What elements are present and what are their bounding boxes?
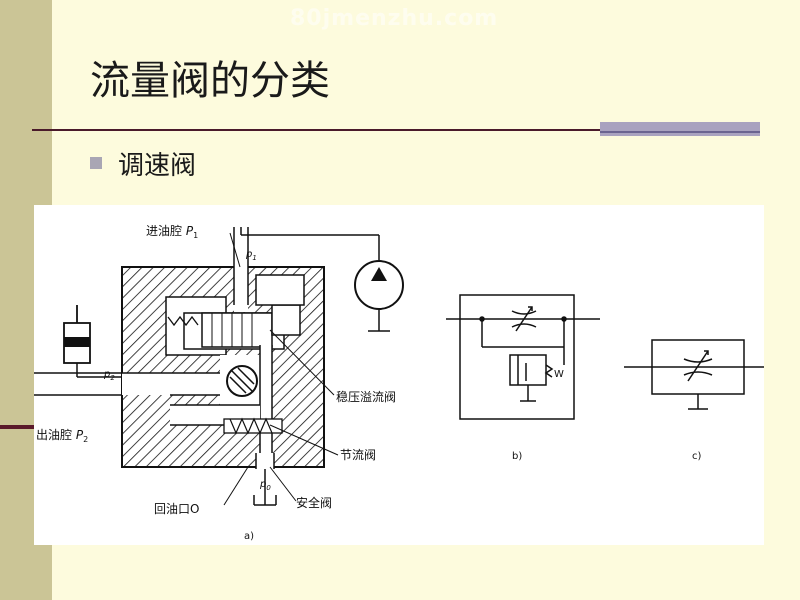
title-rule-block-line (600, 131, 760, 133)
label-throttle-valve: 节流阀 (340, 448, 376, 462)
inlet-line (240, 227, 380, 260)
return-line (253, 469, 277, 506)
pump-symbol (354, 260, 404, 332)
symbol-c (624, 339, 764, 410)
label-return-port: 回油口O (154, 502, 199, 516)
leader-lines (223, 232, 339, 506)
valve-body-a (34, 227, 325, 469)
bullet-square-icon (90, 157, 102, 169)
label-p2-pressure: p2 (103, 369, 115, 382)
symbol-b (446, 294, 600, 420)
label-relief-valve: 稳压溢流阀 (336, 389, 396, 404)
diagram-svg: 进油腔 P1 p1 p2 出油腔 P2 稳压溢流阀 节流阀 p0 回油口O 安全… (34, 223, 764, 542)
slide-title: 流量阀的分类 (90, 58, 330, 104)
title-rule-line (32, 129, 600, 131)
label-w: W (554, 369, 564, 380)
bullet-item: 调速阀 (118, 151, 197, 181)
label-p1-pressure: p1 (245, 249, 257, 262)
watermark: 80jmenzhu.com (290, 6, 499, 31)
label-inlet-chamber: 进油腔 P1 (146, 223, 198, 240)
actuator-cylinder (63, 305, 122, 378)
caption-b: b) (512, 451, 522, 462)
flow-valve-diagram: 进油腔 P1 p1 p2 出油腔 P2 稳压溢流阀 节流阀 p0 回油口O 安全… (34, 205, 764, 545)
left-accent-divider (0, 425, 52, 429)
title-rule-block (600, 122, 760, 136)
label-safety-valve: 安全阀 (296, 495, 332, 510)
caption-c: c) (692, 451, 701, 462)
caption-a: a) (244, 531, 254, 542)
label-outlet-chamber: 出油腔 P2 (36, 427, 88, 444)
label-p0-pressure: p0 (259, 479, 271, 492)
